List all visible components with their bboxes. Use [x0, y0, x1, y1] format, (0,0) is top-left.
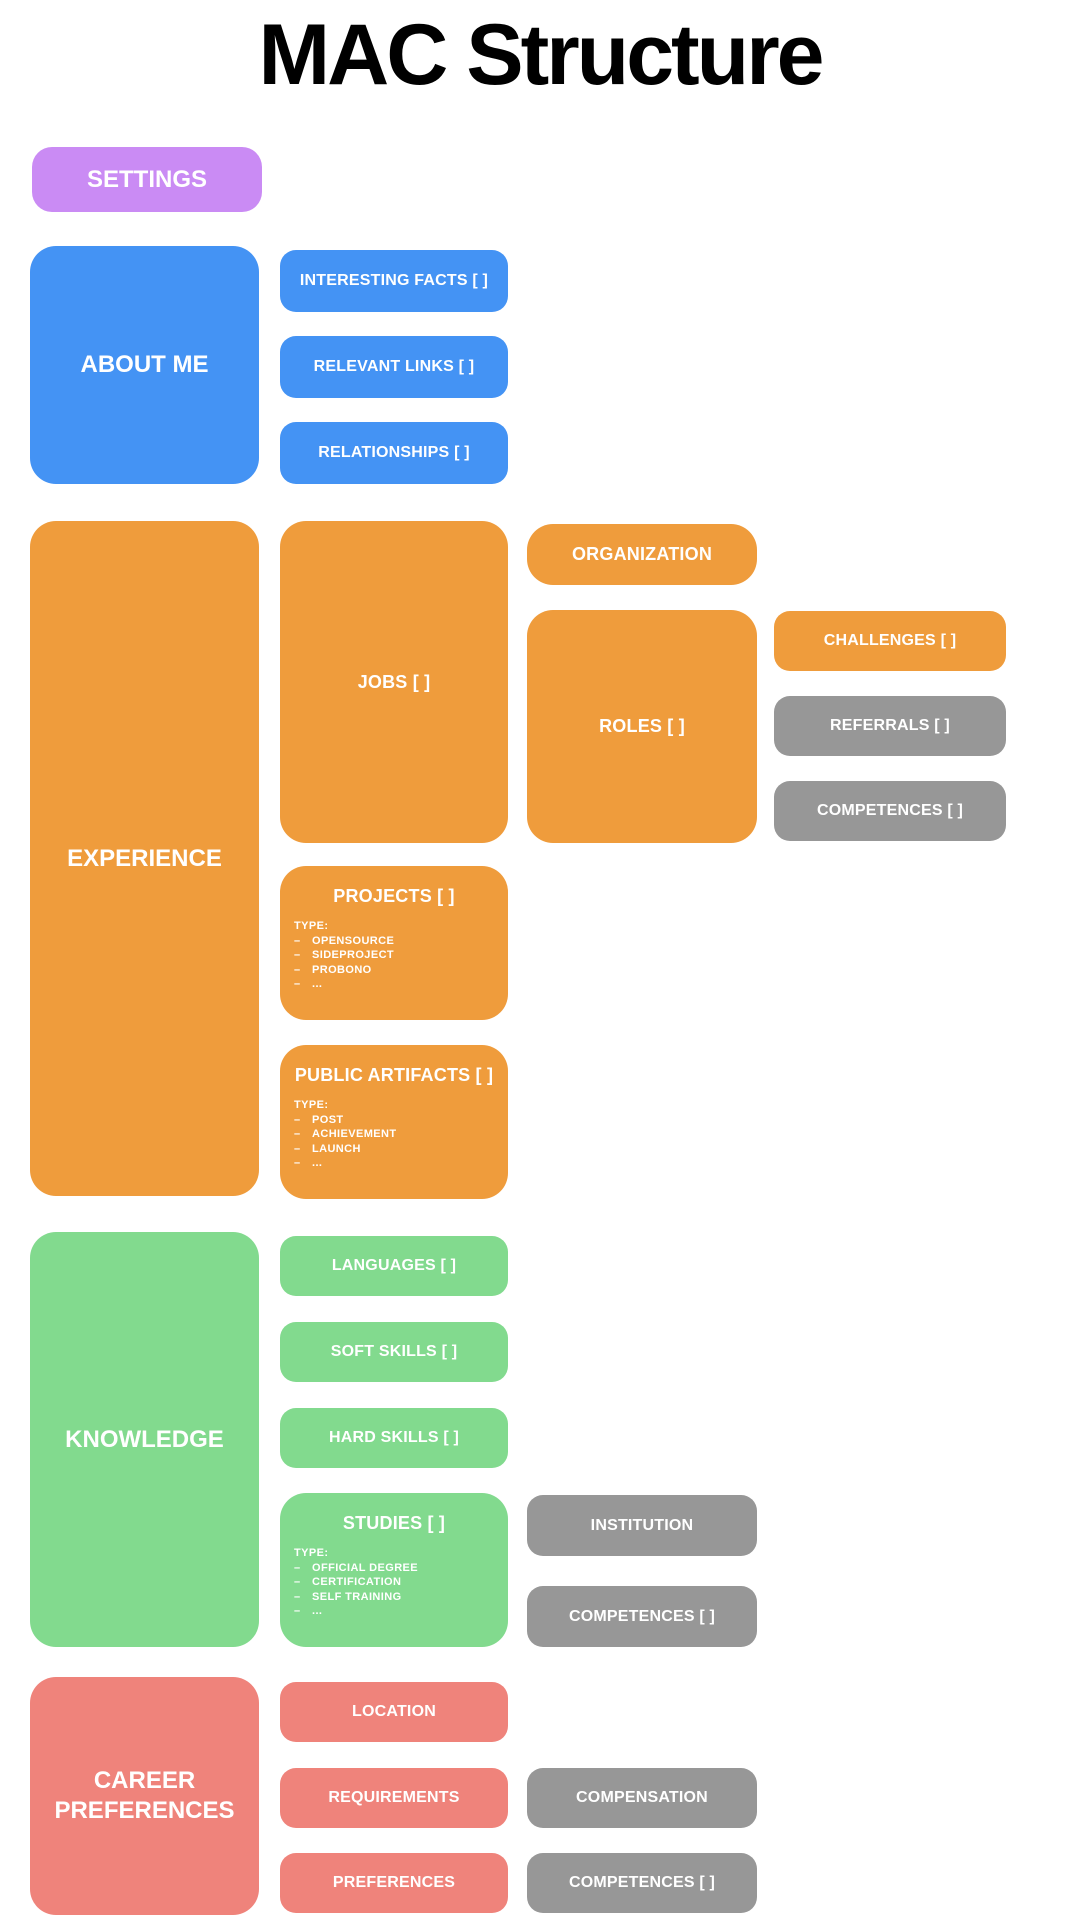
node-requirements: REQUIREMENTS: [280, 1768, 508, 1828]
type-item: –SELF TRAINING: [294, 1590, 494, 1605]
node-institution: INSTITUTION: [527, 1495, 757, 1556]
node-challenges-label: CHALLENGES [ ]: [823, 632, 957, 649]
node-projects-label: PROJECTS [ ]: [333, 886, 455, 906]
dash-bullet: –: [294, 1113, 301, 1126]
node-roles-competences-label: COMPETENCES [ ]: [816, 802, 964, 819]
node-relevant-links: RELEVANT LINKS [ ]: [280, 336, 508, 398]
node-languages: LANGUAGES [ ]: [280, 1236, 508, 1296]
type-heading: TYPE:: [294, 1099, 329, 1111]
node-preferences: PREFERENCES: [280, 1853, 508, 1913]
type-item-text: SELF TRAINING: [312, 1590, 402, 1603]
node-about-me: ABOUT ME: [30, 246, 259, 484]
type-item: –OPENSOURCE: [294, 934, 494, 949]
node-relationships-label: RELATIONSHIPS [ ]: [318, 444, 470, 461]
type-item-text: ...: [312, 1157, 323, 1169]
node-about-me-label: ABOUT ME: [80, 351, 209, 378]
node-requirements-label: REQUIREMENTS: [328, 1789, 460, 1806]
node-jobs-label: JOBS [ ]: [357, 671, 431, 692]
node-jobs: JOBS [ ]: [280, 521, 508, 843]
dash-bullet: –: [294, 963, 301, 976]
node-relevant-links-label: RELEVANT LINKS [ ]: [313, 358, 475, 375]
node-soft-skills-label: SOFT SKILLS [ ]: [330, 1343, 458, 1360]
node-institution-label: INSTITUTION: [590, 1516, 694, 1534]
type-item-text: ...: [312, 978, 323, 990]
page-title: MAC Structure: [258, 7, 824, 103]
type-item-text: OFFICIAL DEGREE: [312, 1561, 419, 1574]
type-item-text: CERTIFICATION: [312, 1576, 402, 1588]
studies-type-list: TYPE: –OFFICIAL DEGREE –CERTIFICATION –S…: [294, 1546, 494, 1619]
type-item: –ACHIEVEMENT: [294, 1127, 494, 1142]
node-experience: EXPERIENCE: [30, 521, 259, 1196]
type-item: –LAUNCH: [294, 1142, 494, 1157]
node-career-preferences: CAREER PREFERENCES: [30, 1677, 259, 1915]
node-interesting-facts-label: INTERESTING FACTS [ ]: [299, 272, 489, 289]
type-item-text: POST: [312, 1113, 344, 1126]
node-knowledge: KNOWLEDGE: [30, 1232, 259, 1647]
type-item: –...: [294, 1604, 494, 1619]
type-item: –...: [294, 1156, 494, 1171]
dash-bullet: –: [294, 1605, 301, 1617]
type-item: –OFFICIAL DEGREE: [294, 1561, 494, 1576]
node-experience-label: EXPERIENCE: [67, 844, 222, 872]
node-hard-skills-label: HARD SKILLS [ ]: [328, 1429, 460, 1446]
node-languages-label: LANGUAGES [ ]: [331, 1257, 457, 1274]
dash-bullet: –: [294, 949, 301, 961]
node-studies-competences: COMPETENCES [ ]: [527, 1586, 757, 1647]
dash-bullet: –: [294, 1142, 301, 1155]
node-roles-label: ROLES [ ]: [599, 716, 685, 736]
type-heading: TYPE:: [294, 1547, 329, 1559]
type-item-text: ACHIEVEMENT: [312, 1128, 397, 1140]
node-relationships: RELATIONSHIPS [ ]: [280, 422, 508, 484]
dash-bullet: –: [294, 1590, 301, 1603]
public-artifacts-type-list: TYPE: –POST –ACHIEVEMENT –LAUNCH –...: [294, 1098, 494, 1171]
node-soft-skills: SOFT SKILLS [ ]: [280, 1322, 508, 1382]
type-item-text: OPENSOURCE: [312, 934, 395, 947]
node-organization: ORGANIZATION: [527, 524, 757, 585]
type-item-text: ...: [312, 1605, 323, 1617]
projects-type-list: TYPE: –OPENSOURCE –SIDEPROJECT –PROBONO …: [294, 919, 494, 992]
node-public-artifacts: PUBLIC ARTIFACTS [ ] TYPE: –POST –ACHIEV…: [280, 1045, 508, 1199]
node-knowledge-label: KNOWLEDGE: [65, 1425, 224, 1453]
node-location: LOCATION: [280, 1682, 508, 1742]
dash-bullet: –: [294, 1561, 301, 1574]
node-challenges: CHALLENGES [ ]: [774, 611, 1006, 671]
type-heading: TYPE:: [294, 920, 329, 932]
type-item-text: LAUNCH: [312, 1142, 361, 1155]
node-organization-label: ORGANIZATION: [571, 544, 713, 564]
node-location-label: LOCATION: [352, 1703, 436, 1720]
node-roles: ROLES [ ]: [527, 610, 757, 843]
type-item-text: PROBONO: [312, 963, 372, 976]
node-hard-skills: HARD SKILLS [ ]: [280, 1408, 508, 1468]
node-public-artifacts-label: PUBLIC ARTIFACTS [ ]: [294, 1065, 494, 1085]
dash-bullet: –: [294, 978, 301, 990]
node-compensation-label: COMPENSATION: [576, 1789, 708, 1806]
node-settings: SETTINGS: [32, 147, 262, 212]
node-interesting-facts: INTERESTING FACTS [ ]: [280, 250, 508, 312]
node-studies: STUDIES [ ] TYPE: –OFFICIAL DEGREE –CERT…: [280, 1493, 508, 1647]
node-compensation: COMPENSATION: [527, 1768, 757, 1828]
dash-bullet: –: [294, 1157, 301, 1169]
node-career-competences-label: COMPETENCES [ ]: [568, 1874, 716, 1891]
dash-bullet: –: [294, 1576, 301, 1588]
type-item-text: SIDEPROJECT: [312, 949, 395, 961]
node-career-preferences-label: CAREER PREFERENCES: [54, 1767, 235, 1824]
node-roles-competences: COMPETENCES [ ]: [774, 781, 1006, 841]
node-referrals: REFERRALS [ ]: [774, 696, 1006, 756]
type-item: –SIDEPROJECT: [294, 948, 494, 963]
node-projects: PROJECTS [ ] TYPE: –OPENSOURCE –SIDEPROJ…: [280, 866, 508, 1020]
node-studies-competences-label: COMPETENCES [ ]: [568, 1607, 716, 1625]
node-settings-label: SETTINGS: [86, 165, 207, 193]
dash-bullet: –: [294, 1128, 301, 1140]
node-studies-label: STUDIES [ ]: [342, 1513, 446, 1533]
type-item: –...: [294, 977, 494, 992]
type-item: –POST: [294, 1113, 494, 1128]
type-item: –CERTIFICATION: [294, 1575, 494, 1590]
node-referrals-label: REFERRALS [ ]: [830, 717, 950, 734]
node-career-competences: COMPETENCES [ ]: [527, 1853, 757, 1913]
node-preferences-label: PREFERENCES: [332, 1874, 456, 1891]
type-item: –PROBONO: [294, 963, 494, 978]
dash-bullet: –: [294, 934, 301, 947]
